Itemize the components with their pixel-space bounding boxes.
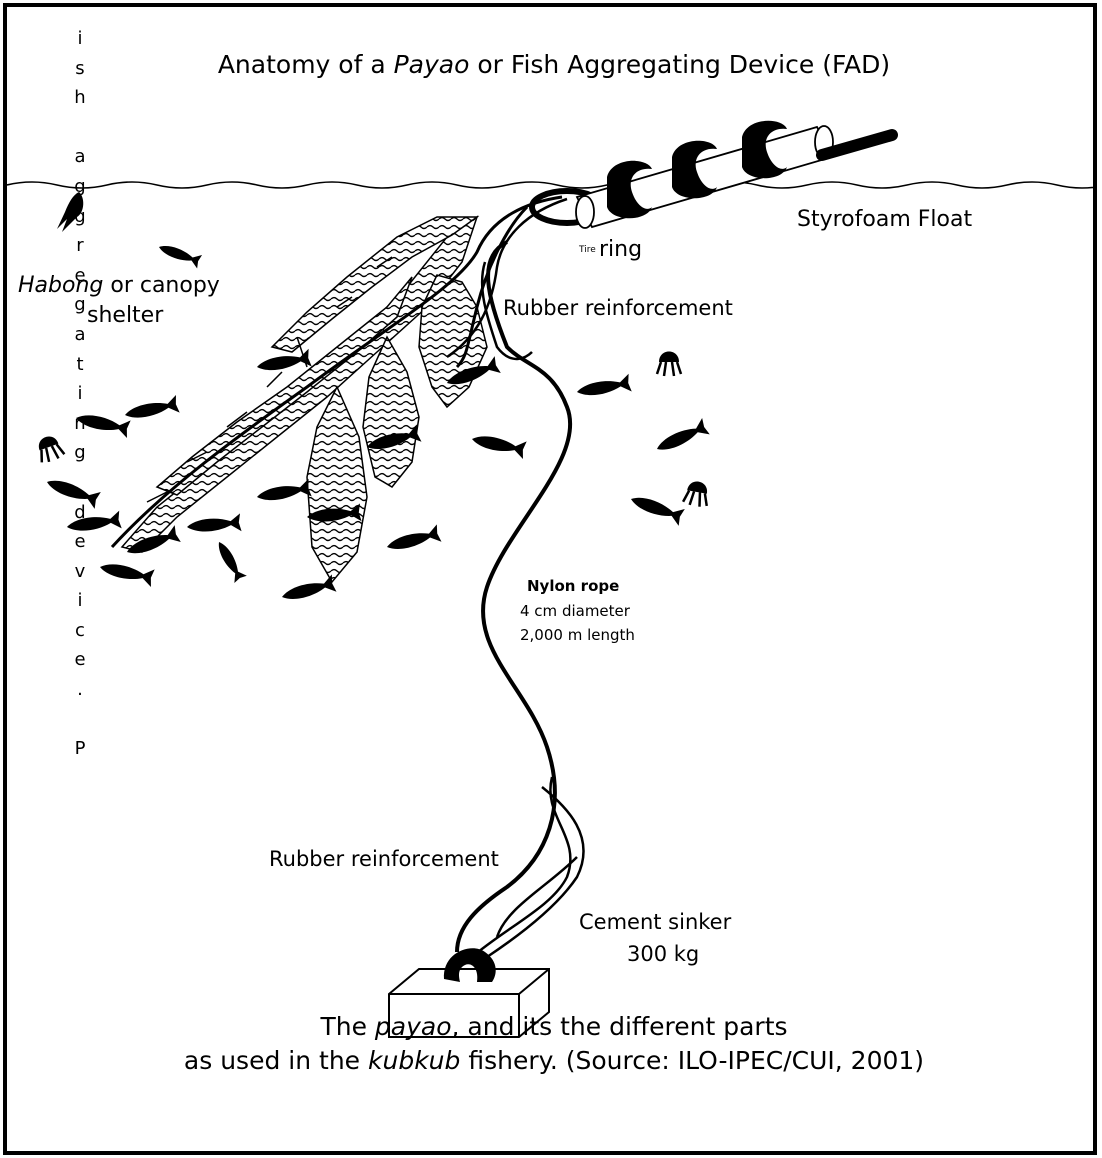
vertical-text-char: P xyxy=(67,734,93,764)
diagram-frame: Anatomy of a Payao or Fish Aggregating D… xyxy=(3,3,1097,1155)
title-post: or Fish Aggregating Device (FAD) xyxy=(469,50,890,79)
caption-line1-post: , and its the different parts xyxy=(452,1012,788,1041)
label-rope-length: 2,000 m length xyxy=(520,626,635,644)
vertical-text-char: s xyxy=(67,54,93,84)
vertical-text-char: e xyxy=(67,261,93,291)
vertical-text-char: c xyxy=(67,616,93,646)
caption-line1-pre: The xyxy=(320,1012,374,1041)
label-shelter: shelter xyxy=(87,303,163,328)
vertical-text-char: i xyxy=(67,586,93,616)
label-nylon-rope: Nylon rope xyxy=(527,577,619,595)
label-sinker-weight: 300 kg xyxy=(627,942,699,966)
vertical-text-char: . xyxy=(67,675,93,705)
title-italic: Payao xyxy=(394,50,470,79)
label-styrofoam-float: Styrofoam Float xyxy=(797,207,972,232)
vertical-text-char: a xyxy=(67,142,93,172)
vertical-text-char: g xyxy=(67,172,93,202)
vertical-text-char: n xyxy=(67,409,93,439)
vertical-text-char: t xyxy=(67,350,93,380)
vertical-text-char: g xyxy=(67,202,93,232)
label-habong: Habong or canopy xyxy=(18,271,220,300)
caption-line2-pre: as used in the xyxy=(184,1046,368,1075)
water-surface xyxy=(7,182,1097,188)
vertical-text-char: a xyxy=(67,320,93,350)
label-habong-rest: or canopy xyxy=(103,273,219,298)
diagram-title: Anatomy of a Payao or Fish Aggregating D… xyxy=(7,50,1097,79)
vertical-text-char: e xyxy=(67,527,93,557)
caption-line2-italic: kubkub xyxy=(368,1046,460,1075)
caption-line-1: The payao, and its the different parts xyxy=(7,1010,1097,1044)
vertical-text-char: h xyxy=(67,83,93,113)
vertical-text-char: d xyxy=(67,498,93,528)
vertical-text-char: i xyxy=(67,24,93,54)
vertical-text-char: e xyxy=(67,645,93,675)
label-rubber-reinforcement-top: Rubber reinforcement xyxy=(503,296,733,320)
vertical-text-char xyxy=(67,113,93,143)
vertical-text-char: r xyxy=(67,231,93,261)
title-pre: Anatomy of a xyxy=(218,50,394,79)
caption-line1-italic: payao xyxy=(375,1012,452,1041)
caption-line-2: as used in the kubkub fishery. (Source: … xyxy=(7,1044,1097,1078)
label-rubber-reinforcement-bottom: Rubber reinforcement xyxy=(269,847,499,871)
vertical-text-char: g xyxy=(67,290,93,320)
vertical-text-char: v xyxy=(67,557,93,587)
caption-line2-post: fishery. (Source: ILO-IPEC/CUI, 2001) xyxy=(460,1046,924,1075)
vertical-text-char xyxy=(67,705,93,735)
label-tire-ring: ring xyxy=(599,237,642,262)
vertical-text-char xyxy=(67,468,93,498)
vertical-text-char: i xyxy=(67,379,93,409)
diagram-caption: The payao, and its the different parts a… xyxy=(7,1010,1097,1078)
label-cement-sinker: Cement sinker xyxy=(579,910,731,934)
label-tire: Tire xyxy=(579,245,596,255)
label-rope-diameter: 4 cm diameter xyxy=(520,602,630,620)
vertical-text-char: g xyxy=(67,438,93,468)
